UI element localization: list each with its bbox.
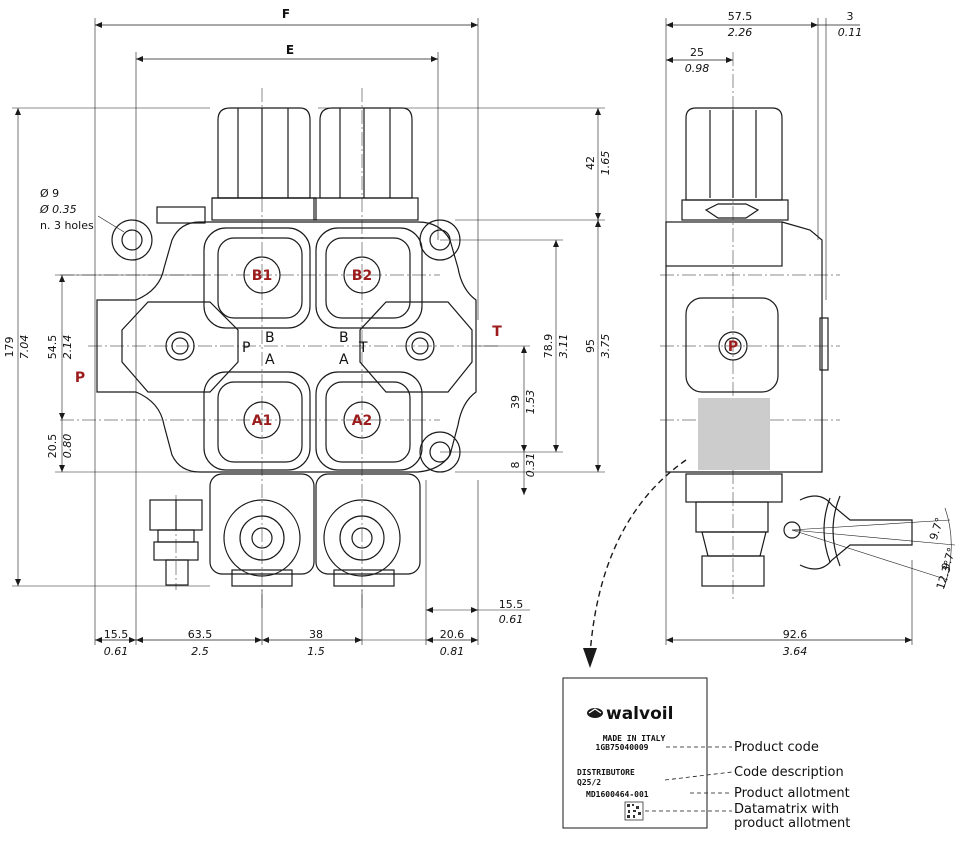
legend-datamatrix-line2: product allotment bbox=[734, 816, 850, 831]
legend-product-code: Product code bbox=[734, 740, 819, 755]
datamatrix-code-icon bbox=[624, 801, 644, 821]
front-view bbox=[12, 18, 605, 645]
made-in-italy: MADE IN ITALY bbox=[603, 734, 666, 743]
dim-bottom-15b-in: 0.61 bbox=[499, 613, 524, 626]
spool-cap-left bbox=[211, 107, 317, 221]
side-dim-25-mm: 25 bbox=[690, 46, 704, 59]
dim-right-39-mm: 39 bbox=[509, 395, 522, 409]
cast-letter-b2: B bbox=[339, 330, 349, 346]
dim-bottom-63-mm: 63.5 bbox=[188, 628, 213, 641]
description-line2: Q25/2 bbox=[577, 778, 601, 787]
spool-cap-right bbox=[313, 107, 419, 221]
dim-right-95-mm: 95 bbox=[584, 339, 597, 353]
dim-left-20-in: 0.80 bbox=[61, 434, 74, 459]
callout-arrow bbox=[589, 459, 687, 656]
brand-name: walvoil bbox=[606, 704, 673, 724]
dim-bottom-15-in: 0.61 bbox=[104, 645, 129, 658]
port-label-b2: B2 bbox=[352, 268, 372, 284]
dim-bottom-15-mm: 15.5 bbox=[104, 628, 129, 641]
dim-bottom-20-mm: 20.6 bbox=[440, 628, 465, 641]
description-line1: DISTRIBUTORE bbox=[577, 768, 635, 777]
cast-letter-a1: A bbox=[265, 352, 275, 368]
dim-right-8-mm: 8 bbox=[509, 462, 522, 469]
angle-label-3: 12.3° bbox=[934, 559, 956, 592]
tank-label-t: T bbox=[492, 324, 502, 340]
side-port-label-p: P bbox=[728, 339, 738, 355]
dim-right-42-in: 1.65 bbox=[599, 151, 612, 176]
dim-left-20-mm: 20.5 bbox=[46, 434, 59, 459]
dim-left-179-in: 7.04 bbox=[18, 335, 31, 360]
cast-letter-a2: A bbox=[339, 352, 349, 368]
dim-right-42-mm: 42 bbox=[584, 156, 597, 170]
dim-right-8-in: 0.31 bbox=[524, 453, 537, 478]
port-label-a1: A1 bbox=[252, 413, 273, 429]
dim-left-54-in: 2.14 bbox=[61, 335, 74, 360]
side-dim-57-mm: 57.5 bbox=[728, 10, 753, 23]
hole-note-line2: Ø 0.35 bbox=[39, 203, 77, 216]
side-dim-92-in: 3.64 bbox=[783, 645, 808, 658]
legend-datamatrix-line1: Datamatrix with bbox=[734, 802, 839, 817]
legend-code-description: Code description bbox=[734, 765, 844, 780]
dim-right-39-in: 1.53 bbox=[524, 390, 537, 415]
dim-left-179-mm: 179 bbox=[3, 337, 16, 358]
cast-letter-p: P bbox=[242, 340, 250, 356]
allotment-value: MD1600464-001 bbox=[586, 790, 649, 799]
cast-letter-t: T bbox=[358, 340, 368, 356]
legend-product-allotment: Product allotment bbox=[734, 786, 850, 801]
hole-note-line3: n. 3 holes bbox=[40, 219, 94, 232]
dim-right-78-in: 3.11 bbox=[557, 334, 570, 359]
dim-bottom-20-in: 0.81 bbox=[440, 645, 465, 658]
cast-letter-b1: B bbox=[265, 330, 275, 346]
dim-right-78-mm: 78.9 bbox=[542, 334, 555, 359]
side-dim-3-in: 0.11 bbox=[838, 26, 863, 39]
cast-letters: P B A B A T bbox=[242, 330, 368, 368]
side-dim-57-in: 2.26 bbox=[728, 26, 753, 39]
legend-leaders bbox=[645, 746, 733, 812]
dim-left-54-mm: 54.5 bbox=[46, 335, 59, 360]
side-view bbox=[660, 18, 956, 645]
angle-label-1: 9.7° bbox=[927, 516, 946, 542]
hole-note-line1: Ø 9 bbox=[40, 187, 59, 200]
side-dim-92-mm: 92.6 bbox=[783, 628, 808, 641]
side-dim-3-mm: 3 bbox=[847, 10, 854, 23]
valve-body bbox=[96, 221, 477, 473]
datamatrix-area bbox=[698, 398, 770, 470]
nameplate: walvoil MADE IN ITALY 1GB75040009 DISTRI… bbox=[562, 677, 708, 829]
dim-label-f: F bbox=[282, 7, 290, 21]
port-label-b1: B1 bbox=[252, 268, 272, 284]
dim-label-e: E bbox=[286, 43, 294, 57]
dim-bottom-38-mm: 38 bbox=[309, 628, 323, 641]
dim-bottom-38-in: 1.5 bbox=[307, 645, 325, 658]
dim-bottom-63-in: 2.5 bbox=[191, 645, 209, 658]
dim-right-95-in: 3.75 bbox=[599, 334, 612, 359]
walvoil-logo-icon bbox=[587, 708, 603, 718]
port-label-a2: A2 bbox=[352, 413, 373, 429]
product-code-value: 1GB75040009 bbox=[596, 743, 649, 752]
side-dim-25-in: 0.98 bbox=[685, 62, 710, 75]
inlet-label-p: P bbox=[75, 370, 85, 386]
dim-bottom-15b-mm: 15.5 bbox=[499, 598, 524, 611]
